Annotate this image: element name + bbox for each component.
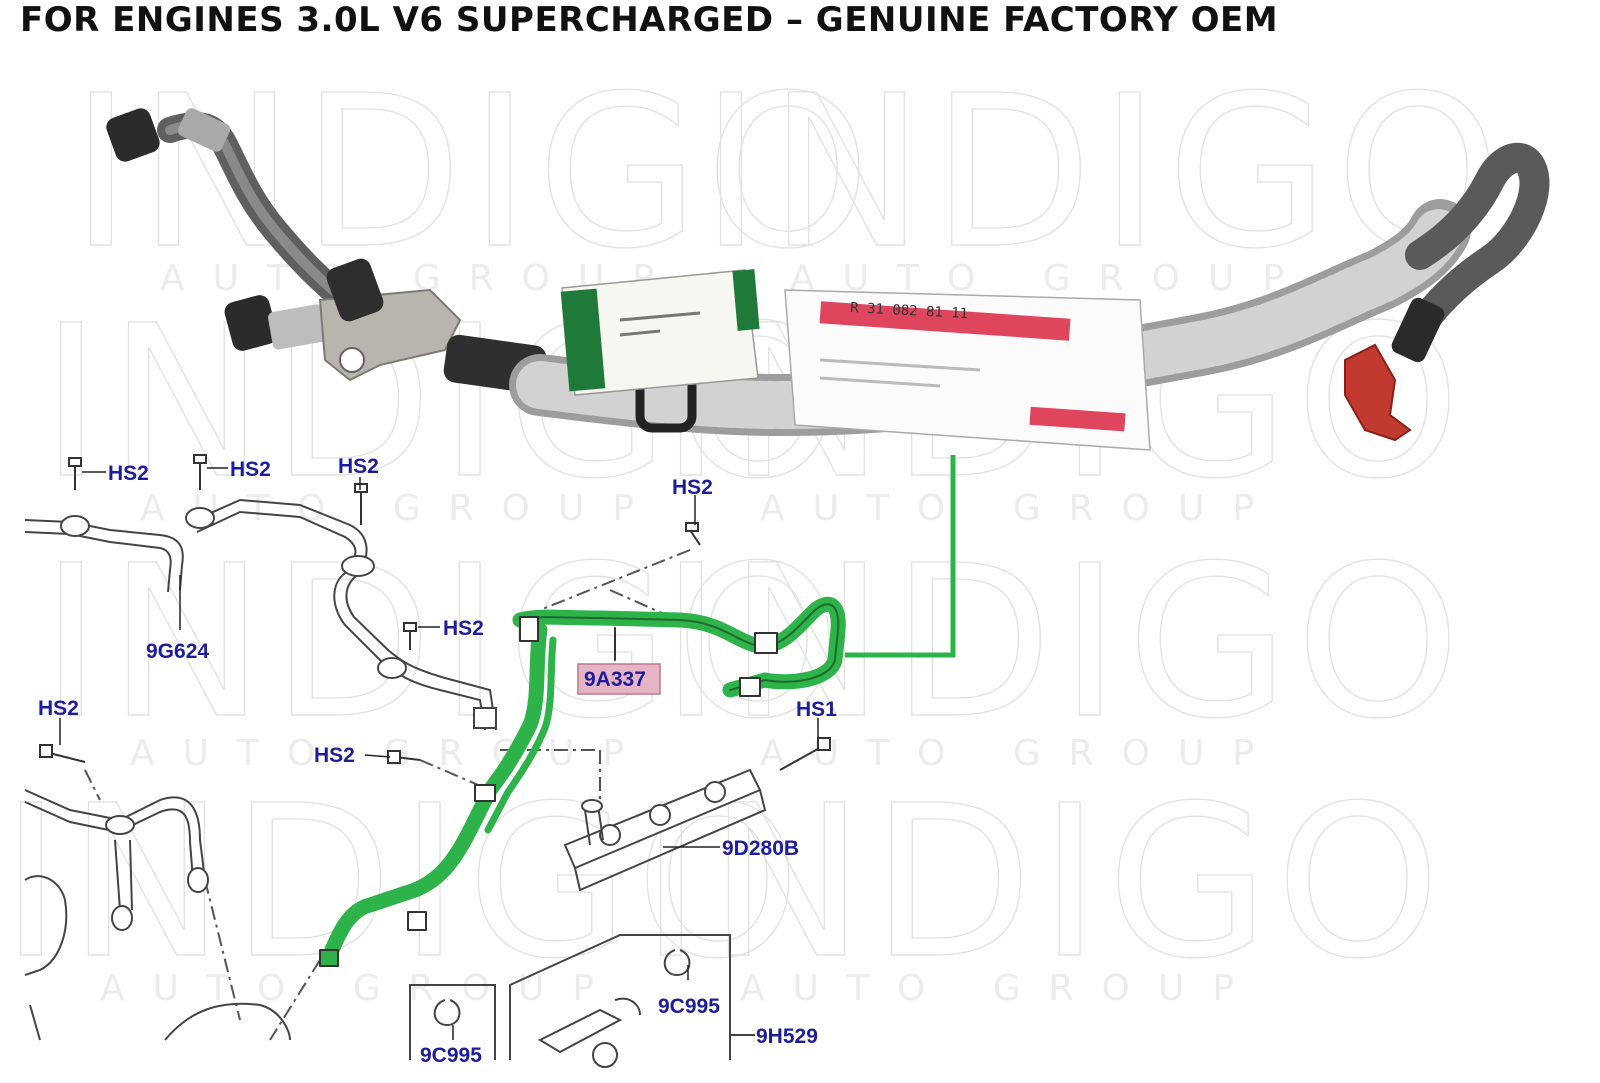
label-part-9a337: 9A337 [584, 668, 646, 691]
label-part-9g624: 9G624 [146, 640, 209, 663]
quick-connect-red-icon [1344, 343, 1412, 442]
page-title: FOR ENGINES 3.0L V6 SUPERCHARGED – GENUI… [20, 0, 1279, 40]
label-hs2: HS2 [38, 697, 79, 720]
watermark-brand: INDIGO [40, 520, 847, 765]
hose-assembly-photo: R 31 082 81 11 [106, 108, 1550, 451]
label-hs2: HS2 [443, 617, 484, 640]
label-leaders [59, 467, 819, 1040]
watermark-brand: INDIGO [0, 760, 807, 1005]
watermark-tagline: AUTO GROUP [740, 968, 1262, 1009]
label-hs2: HS2 [108, 462, 149, 485]
exploded-diagram [24, 454, 831, 1068]
highlighted-part-9a337 [319, 596, 846, 967]
watermark: INDIGO INDIGO INDIGO INDIGO INDIGO INDIG… [0, 49, 1501, 1009]
callout-connector-line [845, 455, 956, 658]
label-hs2: HS2 [338, 455, 379, 478]
part-tag-text: R 31 082 81 11 [850, 300, 969, 322]
highlighted-label-background [577, 663, 661, 695]
label-hs2: HS2 [672, 476, 713, 499]
label-hs1: HS1 [796, 698, 837, 721]
label-part-9c995: 9C995 [420, 1044, 482, 1067]
watermark-tagline: AUTO GROUP [100, 968, 622, 1009]
label-part-9h529: 9H529 [756, 1025, 818, 1048]
label-part-9c995: 9C995 [658, 995, 720, 1018]
watermark-brand: INDIGO [660, 520, 1467, 765]
label-part-9d280b: 9D280B [722, 837, 799, 860]
watermark-brand: INDIGO [70, 50, 877, 295]
watermark-brand: INDIGO [640, 760, 1447, 1005]
watermark-tagline: AUTO GROUP [760, 488, 1282, 529]
watermark-tagline: AUTO GROUP [760, 733, 1282, 774]
label-hs2: HS2 [314, 744, 355, 767]
label-hs2: HS2 [230, 458, 271, 481]
